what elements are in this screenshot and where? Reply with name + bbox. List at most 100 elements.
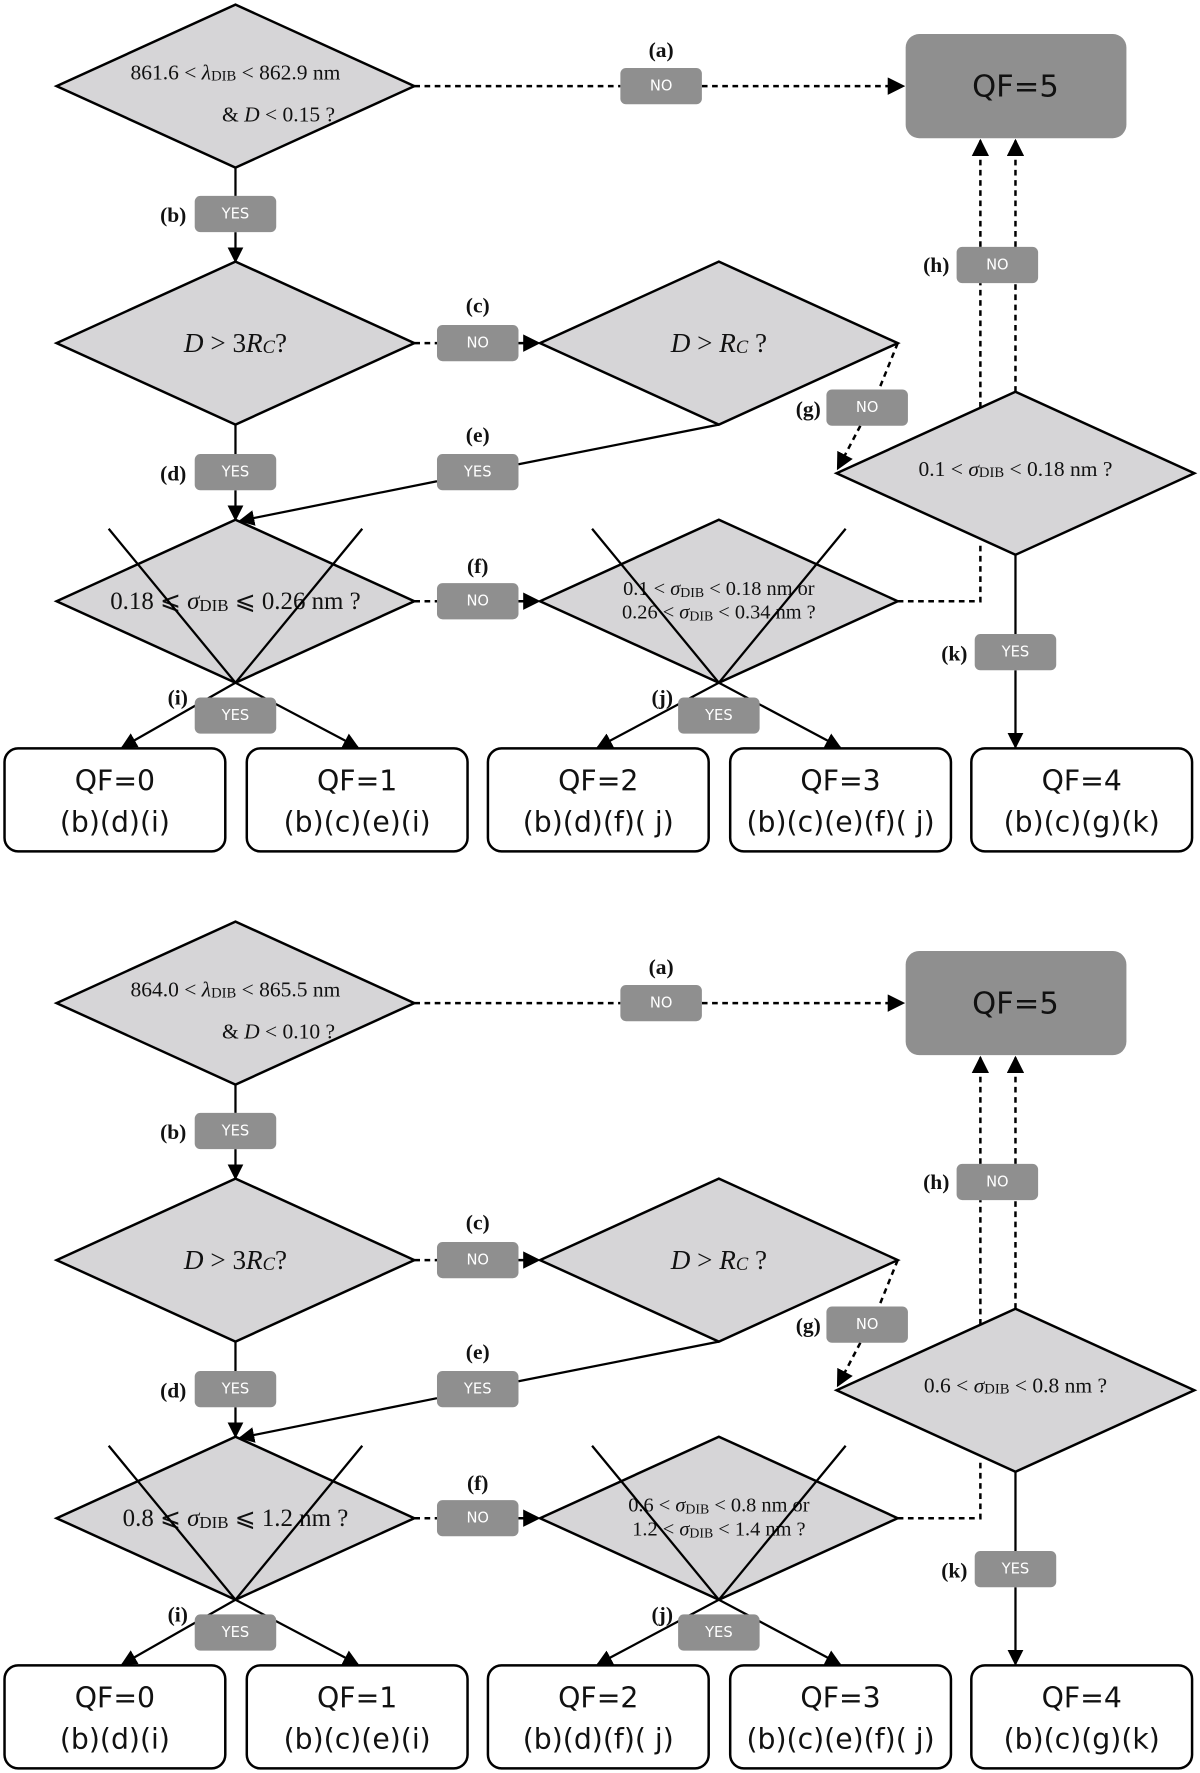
edge-e-bottom [238, 1397, 438, 1443]
decision-wavelength-text-line1: 864.0 < λDIB < 865.5 nm [131, 978, 341, 1002]
outcome-box-qf1 [245, 747, 469, 853]
decision-wavelength-text-line2: & D < 0.15 ? [222, 102, 335, 126]
badge-yes-b-text: YES [221, 1123, 250, 1140]
badge-yes-k-text: YES [1001, 1561, 1030, 1578]
decision-depth-3rc-text: D > 3RC? [183, 328, 287, 358]
badge-no-h-text: NO [986, 256, 1009, 273]
badge-yes-b-bg [194, 1112, 277, 1150]
branch-label-j: (j) [652, 1602, 673, 1626]
decision-wavelength-depth [53, 3, 418, 170]
outcome-box-qf4 [970, 1664, 1194, 1770]
badge-yes-b: YES [194, 1112, 277, 1150]
branch-label-h: (h) [923, 1170, 949, 1194]
branch-label-a: (a) [649, 955, 674, 979]
badge-yes-k: YES [974, 634, 1057, 671]
edge-e-top [518, 1340, 720, 1383]
badge-no-c-bg [436, 1241, 519, 1279]
decision-depth-3rc-text: D > 3RC? [183, 1245, 287, 1275]
badge-yes-k-bg [974, 634, 1057, 671]
badge-yes-i-text: YES [221, 1624, 250, 1641]
badge-yes-b-text: YES [221, 206, 250, 223]
decision-wavelength-text-line2: & D < 0.10 ? [222, 1019, 335, 1043]
badge-yes-j-bg [678, 1614, 760, 1651]
badge-yes-d-bg [194, 1371, 277, 1408]
decision-sigma-secondary-text: 0.6 < σDIB < 0.8 nm ? [924, 1374, 1107, 1398]
badge-yes-i-text: YES [221, 707, 250, 724]
decision-sigma-secondary [833, 390, 1198, 557]
decision-sigma-main-text: 0.18 ⩽ σDIB ⩽ 0.26 nm ? [110, 588, 360, 615]
decision-wavelength-text-line1: 861.6 < λDIB < 862.9 nm [131, 61, 341, 85]
badge-yes-k-text: YES [1001, 644, 1030, 661]
outcome-qf4-path: (b)(c)(g)(k) [1004, 1722, 1160, 1755]
edge-j-right [591, 528, 842, 749]
branch-label-d: (d) [160, 1378, 186, 1402]
badge-yes-j-text: YES [704, 1624, 733, 1641]
badge-no-c-text: NO [466, 1252, 489, 1269]
badge-no-f-bg [436, 583, 519, 620]
badge-yes-e: YES [436, 1371, 519, 1408]
outcome-qf2-label: QF=2 [558, 1682, 638, 1715]
outcome-box-qf1 [245, 1664, 469, 1770]
panel-1: QF=5 861.6 < λDIB < 862.9 nm & D < 0.15 ? N… [3, 3, 1198, 853]
edge-j-right [591, 1445, 842, 1666]
branch-label-h: (h) [923, 253, 949, 277]
badge-yes-i: YES [194, 1614, 277, 1651]
branch-label-i: (i) [168, 685, 188, 709]
decision-sigma-secondary-text: 0.1 < σDIB < 0.18 nm ? [919, 457, 1113, 481]
branch-label-b: (b) [160, 1120, 186, 1144]
outcome-qf1-path: (b)(c)(e)(i) [284, 1722, 431, 1755]
badge-no-c-bg [436, 324, 519, 362]
branch-label-j: (j) [652, 685, 673, 709]
badge-no-f-text: NO [466, 593, 489, 610]
outcome-qf3-path: (b)(c)(e)(f)( j) [746, 805, 934, 838]
badge-yes-k: YES [974, 1551, 1057, 1588]
outcome-qf2-path: (b)(d)(f)( j) [523, 805, 674, 838]
badge-yes-b: YES [194, 195, 277, 233]
badge-no-c: NO [436, 1241, 519, 1279]
branch-label-e: (e) [466, 423, 490, 447]
outcome-qf0-path: (b)(d)(i) [60, 805, 170, 838]
decision-sigma-range-text-line2: 0.26 < σDIB < 0.34 nm ? [622, 602, 816, 624]
decision-sigma-main-text: 0.8 ⩽ σDIB ⩽ 1.2 nm ? [123, 1505, 349, 1532]
branch-label-k: (k) [941, 1558, 967, 1582]
qf5-label: QF=5 [972, 70, 1059, 105]
qf5-label: QF=5 [972, 987, 1059, 1022]
badge-no-h-bg [956, 246, 1039, 284]
outcome-box-qf3 [728, 1664, 953, 1770]
decision-sigma-range-text-line1: 0.1 < σDIB < 0.18 nm or [623, 578, 815, 600]
branch-label-i: (i) [168, 1602, 188, 1626]
badge-no-g-bg [826, 389, 908, 426]
outcome-box-qf0 [3, 1664, 227, 1770]
badge-yes-j-text: YES [704, 707, 733, 724]
decision-sigma-range-text-line1: 0.6 < σDIB < 0.8 nm or [628, 1495, 810, 1517]
outcome-qf3-label: QF=3 [800, 765, 880, 798]
badge-no-f: NO [436, 583, 519, 620]
edge-e-top [518, 423, 720, 466]
badge-yes-d: YES [194, 454, 277, 491]
branch-label-a: (a) [649, 38, 674, 62]
edge-d5-to-h [897, 1458, 982, 1520]
badge-yes-d-text: YES [221, 1381, 250, 1398]
badge-no-a-text: NO [650, 78, 673, 95]
outcome-qf2-path: (b)(d)(f)( j) [523, 1722, 674, 1755]
badge-no-f-text: NO [466, 1510, 489, 1527]
branch-label-f: (f) [467, 554, 488, 578]
outcome-box-qf4 [970, 747, 1194, 853]
badge-no-g: NO [826, 1306, 908, 1343]
edge-g-top [877, 342, 899, 392]
outcome-qf1-path: (b)(c)(e)(i) [284, 805, 431, 838]
outcome-qf3-label: QF=3 [800, 1682, 880, 1715]
decision-sigma-secondary [833, 1307, 1198, 1474]
badge-no-f-bg [436, 1500, 519, 1537]
badge-yes-e: YES [436, 454, 519, 491]
edge-g-bottom [836, 1342, 862, 1388]
badge-yes-b-bg [194, 195, 277, 233]
badge-yes-d: YES [194, 1371, 277, 1408]
outcome-qf0-path: (b)(d)(i) [60, 1722, 170, 1755]
badge-yes-k-bg [974, 1551, 1057, 1588]
outcome-box-qf2 [486, 1664, 710, 1770]
badge-yes-e-text: YES [463, 1381, 492, 1398]
badge-no-f: NO [436, 1500, 519, 1537]
badge-no-c-text: NO [466, 335, 489, 352]
badge-yes-j: YES [678, 1614, 760, 1651]
